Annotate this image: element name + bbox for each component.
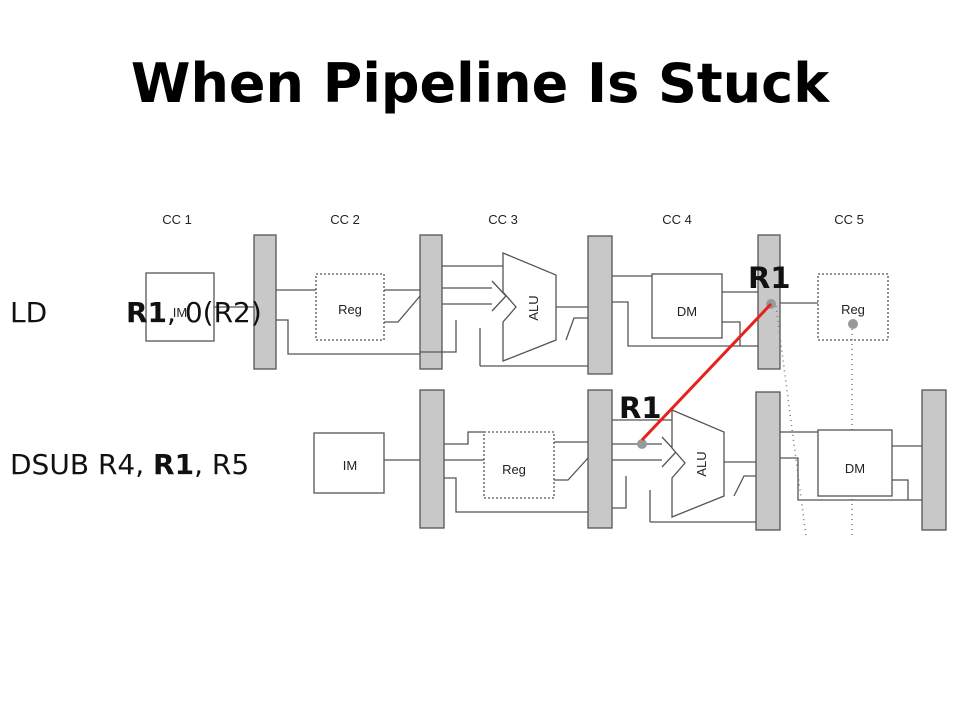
dotted-guides (775, 305, 853, 537)
ld-latch-3 (587, 235, 613, 375)
dsub-latch-4 (921, 389, 947, 531)
dsub-im-box (313, 432, 385, 494)
dsub-alu-label: ALU (694, 451, 709, 476)
ld-latch-2 (419, 234, 443, 370)
ld-im-label: IM (173, 305, 187, 320)
instruction-1-rest: , 0(R2) (167, 296, 262, 329)
dsub-latch-1 (419, 389, 445, 529)
cc-3-label: CC 3 (488, 212, 518, 227)
instruction-1-dest: R1 (126, 296, 167, 329)
slide-title: When Pipeline Is Stuck (130, 52, 830, 115)
ld-reg-box (315, 273, 385, 341)
cc-4-label: CC 4 (662, 212, 692, 227)
ld-reg-wb-label: Reg (841, 302, 865, 317)
dsub-reg-box (483, 431, 555, 499)
dsub-dm-label: DM (845, 461, 865, 476)
instruction-2-rest: , R5 (194, 448, 249, 481)
wb-dot (848, 319, 858, 329)
dsub-alu (671, 409, 725, 518)
ld-im-box (145, 272, 215, 342)
ld-alu-label: ALU (526, 295, 541, 320)
dsub-pipeline-row (313, 389, 947, 531)
dsub-latch-3 (755, 391, 781, 531)
cc-2-label: CC 2 (330, 212, 360, 227)
dsub-reg-label: Reg (502, 462, 526, 477)
dsub-dm-box (817, 429, 893, 497)
ld-dm-label: DM (677, 304, 697, 319)
dsub-latch-2 (587, 389, 613, 529)
forward-label-to: R1 (619, 391, 662, 425)
forward-target-dot (637, 439, 647, 449)
forward-label-from: R1 (748, 261, 791, 295)
instruction-1-op: LD (10, 296, 47, 329)
cc-5-label: CC 5 (834, 212, 864, 227)
instruction-2-src: R1 (153, 448, 194, 481)
ld-reg-label: Reg (338, 302, 362, 317)
cc-1-label: CC 1 (162, 212, 192, 227)
instruction-1: LD R1, 0(R2) (10, 296, 262, 329)
ld-alu (502, 252, 557, 362)
forwarding-line (640, 302, 773, 442)
ld-latch-1 (253, 234, 277, 370)
ld-dm-box (651, 273, 723, 339)
instruction-2: DSUB R4, R1, R5 (10, 448, 249, 481)
dsub-im-label: IM (343, 458, 357, 473)
instruction-2-op: DSUB R4, (10, 448, 153, 481)
